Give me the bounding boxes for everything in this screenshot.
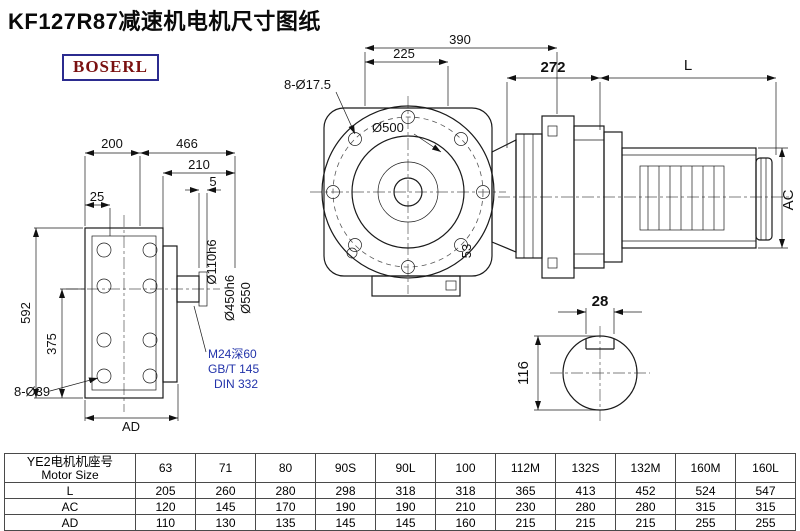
- technical-drawing: 200 466 210 5 25 592 375 8-Ø39 AD Ø110h6…: [14, 32, 797, 434]
- cell-L-5: 318: [435, 482, 496, 499]
- dim-L-label: L: [684, 57, 692, 74]
- shaft-section-view: 28 116: [515, 293, 650, 421]
- note-m24: M24深60: [208, 347, 257, 361]
- cell-L-2: 280: [255, 482, 316, 499]
- cell-L-3: 298: [315, 482, 376, 499]
- size-col-80: 80: [255, 453, 316, 483]
- size-col-132m: 132M: [615, 453, 676, 483]
- dim-8d17-label: 8-Ø17.5: [284, 77, 331, 92]
- cell-AD-9: 255: [675, 514, 736, 531]
- motor-size-table: YE2电机机座号 Motor Size 63 71 80 90S 90L 100…: [4, 453, 796, 531]
- cell-L-6: 365: [495, 482, 556, 499]
- dim-d550-label: Ø550: [238, 282, 253, 314]
- cell-L-4: 318: [375, 482, 436, 499]
- side-view: [310, 96, 506, 297]
- size-col-90s: 90S: [315, 453, 376, 483]
- dim-466-label: 466: [176, 136, 198, 151]
- dim-8d39-label: 8-Ø39: [14, 384, 50, 399]
- cell-AC-6: 230: [495, 498, 556, 515]
- dim-d450-label: Ø450h6: [222, 275, 237, 321]
- size-col-160l: 160L: [735, 453, 796, 483]
- dim-375-label: 375: [44, 333, 59, 355]
- table-header-en: Motor Size: [41, 467, 99, 482]
- size-col-90l: 90L: [375, 453, 436, 483]
- cell-L-8: 452: [615, 482, 676, 499]
- cell-L-10: 547: [735, 482, 796, 499]
- cell-AC-9: 315: [675, 498, 736, 515]
- row-label-AD: AD: [4, 514, 136, 531]
- table-row-AD: AD 110 130 135 145 145 160 215 215 215 2…: [4, 514, 796, 531]
- cell-AD-10: 255: [735, 514, 796, 531]
- cell-AC-10: 315: [735, 498, 796, 515]
- cell-L-1: 260: [195, 482, 256, 499]
- cell-AC-4: 190: [375, 498, 436, 515]
- dim-25-label: 25: [90, 189, 104, 204]
- cell-AD-5: 160: [435, 514, 496, 531]
- dim-116-label: 116: [515, 361, 532, 385]
- note-din332: DIN 332: [214, 377, 258, 391]
- dim-592-label: 592: [18, 302, 33, 324]
- dim-AC-label: AC: [780, 189, 797, 210]
- cell-AD-0: 110: [135, 514, 196, 531]
- cell-AD-8: 215: [615, 514, 676, 531]
- page-title: KF127R87减速机电机尺寸图纸: [8, 9, 321, 34]
- size-col-132s: 132S: [555, 453, 616, 483]
- cell-AC-1: 145: [195, 498, 256, 515]
- size-col-160m: 160M: [675, 453, 736, 483]
- row-label-AC: AC: [4, 498, 136, 515]
- cell-AC-7: 280: [555, 498, 616, 515]
- gearmotor-side: [491, 115, 792, 279]
- cell-L-0: 205: [135, 482, 196, 499]
- dim-390-label: 390: [449, 32, 471, 47]
- cell-L-7: 413: [555, 482, 616, 499]
- cell-AC-8: 280: [615, 498, 676, 515]
- cell-AC-2: 170: [255, 498, 316, 515]
- table-row-AC: AC 120 145 170 190 190 210 230 280 280 3…: [4, 498, 796, 515]
- size-col-63: 63: [135, 453, 196, 483]
- row-label-L: L: [4, 482, 136, 499]
- dim-53-label: 53: [459, 244, 474, 258]
- size-col-112m: 112M: [495, 453, 556, 483]
- table-row-L: L 205 260 280 298 318 318 365 413 452 52…: [4, 482, 796, 499]
- dim-200-label: 200: [101, 136, 123, 151]
- note-gbt145: GB/T 145: [208, 362, 259, 376]
- cell-AC-5: 210: [435, 498, 496, 515]
- dim-225-label: 225: [393, 46, 415, 61]
- dim-5-label: 5: [209, 174, 216, 189]
- dim-272-label: 272: [540, 59, 565, 76]
- table-header-label: YE2电机机座号 Motor Size: [4, 453, 136, 483]
- cell-AD-2: 135: [255, 514, 316, 531]
- cell-AD-4: 145: [375, 514, 436, 531]
- cell-L-9: 524: [675, 482, 736, 499]
- front-view: [66, 215, 220, 412]
- dim-28-label: 28: [592, 293, 609, 310]
- cell-AD-6: 215: [495, 514, 556, 531]
- side-view-dimensions: 390 225 272 L AC Ø500 8-Ø17.5 53: [284, 32, 797, 258]
- cell-AC-3: 190: [315, 498, 376, 515]
- front-view-dimensions: 200 466 210 5 25 592 375 8-Ø39 AD Ø110h6…: [14, 136, 259, 434]
- brand-logo: BOSERL: [62, 54, 159, 81]
- cell-AC-0: 120: [135, 498, 196, 515]
- cell-AD-3: 145: [315, 514, 376, 531]
- dim-d110-label: Ø110h6: [204, 239, 219, 284]
- cell-AD-7: 215: [555, 514, 616, 531]
- size-col-71: 71: [195, 453, 256, 483]
- dim-210-label: 210: [188, 157, 210, 172]
- size-col-100: 100: [435, 453, 496, 483]
- dim-d500-label: Ø500: [372, 120, 404, 135]
- table-header-row: YE2电机机座号 Motor Size 63 71 80 90S 90L 100…: [4, 453, 796, 483]
- table-header-cn: YE2电机机座号: [26, 454, 114, 469]
- cell-AD-1: 130: [195, 514, 256, 531]
- dim-ad-label: AD: [122, 419, 140, 434]
